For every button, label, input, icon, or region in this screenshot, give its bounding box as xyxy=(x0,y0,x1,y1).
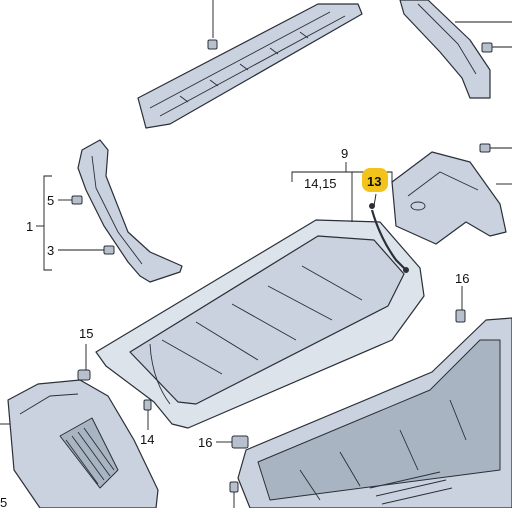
callout-9: 9 xyxy=(341,146,348,161)
callout-14: 14 xyxy=(140,432,154,447)
parcel-shelf xyxy=(95,219,425,429)
upper-trim-strip xyxy=(137,3,363,129)
callout-14-15: 14,15 xyxy=(304,176,337,191)
clip-15 xyxy=(77,369,91,381)
callout-15: 15 xyxy=(79,326,93,341)
clip-14 xyxy=(143,399,152,411)
callout-5-bottom: 5 xyxy=(0,495,7,508)
trim-grille xyxy=(369,471,453,505)
clip-top-center xyxy=(207,0,218,50)
shelf-strap xyxy=(369,203,409,273)
callout-3: 3 xyxy=(47,243,54,258)
callout-13: 13 xyxy=(367,174,381,189)
callout-16-right: 16 xyxy=(455,271,469,286)
panel-grille xyxy=(65,427,115,485)
clip-corner-top xyxy=(479,143,512,153)
clip-16-bottom xyxy=(231,435,249,449)
luggage-compartment-trim xyxy=(237,317,512,508)
clip-pillar-5 xyxy=(71,195,83,205)
right-pillar-trim xyxy=(399,0,491,99)
rear-corner-trim xyxy=(391,151,507,245)
callout-5-left: 5 xyxy=(47,193,54,208)
c-pillar-trim xyxy=(77,139,183,283)
clip-5-bottom xyxy=(229,481,239,493)
left-side-panel xyxy=(7,379,159,508)
shelf-ribs xyxy=(161,265,363,375)
callout-16-bottom: 16 xyxy=(198,435,212,450)
clip-16-right xyxy=(455,309,466,323)
highlight-badge-13 xyxy=(362,168,388,192)
clip-top-right xyxy=(455,21,512,53)
clip-pillar-3 xyxy=(103,245,115,255)
callout-1: 1 xyxy=(26,219,33,234)
leader-lines xyxy=(36,162,463,508)
